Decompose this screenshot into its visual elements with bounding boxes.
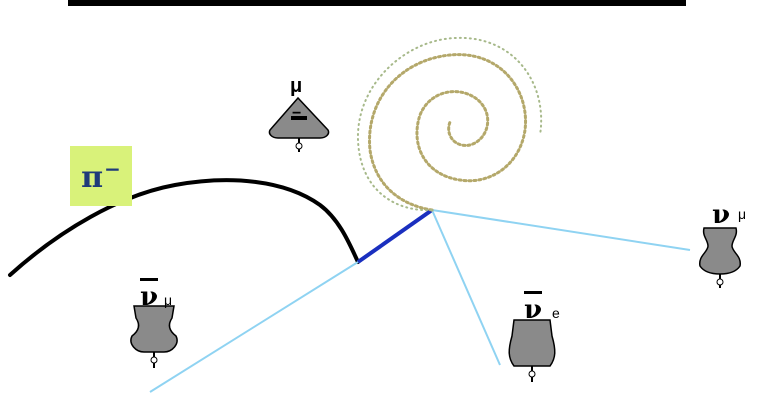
muon-antineutrino-track <box>150 262 358 392</box>
muon-antineutrino-symbol: ν <box>140 278 158 312</box>
muon-charge: − <box>292 106 301 122</box>
pion-symbol: π <box>81 160 103 195</box>
electron-antineutrino-track <box>432 210 500 365</box>
electron-antineutrino-flavor: e <box>552 305 560 321</box>
pion-track <box>10 180 358 275</box>
muon-neutrino-symbol: ν <box>712 200 730 230</box>
electron-spiral <box>370 55 526 210</box>
electron-antineutrino-symbol: ν <box>524 291 542 325</box>
muon-antineutrino-figure <box>131 306 177 368</box>
electron-antineutrino-figure <box>509 320 555 382</box>
muon-neutrino-figure <box>700 228 741 288</box>
muon-antineutrino-flavor: μ <box>164 292 172 308</box>
pion-charge: − <box>104 157 121 181</box>
muon-symbol: μ <box>290 76 302 96</box>
muon-track <box>358 210 432 262</box>
muon-neutrino-flavor: μ <box>738 206 746 222</box>
muon-neutrino-track <box>432 210 690 250</box>
pion-label: π− <box>70 146 132 206</box>
